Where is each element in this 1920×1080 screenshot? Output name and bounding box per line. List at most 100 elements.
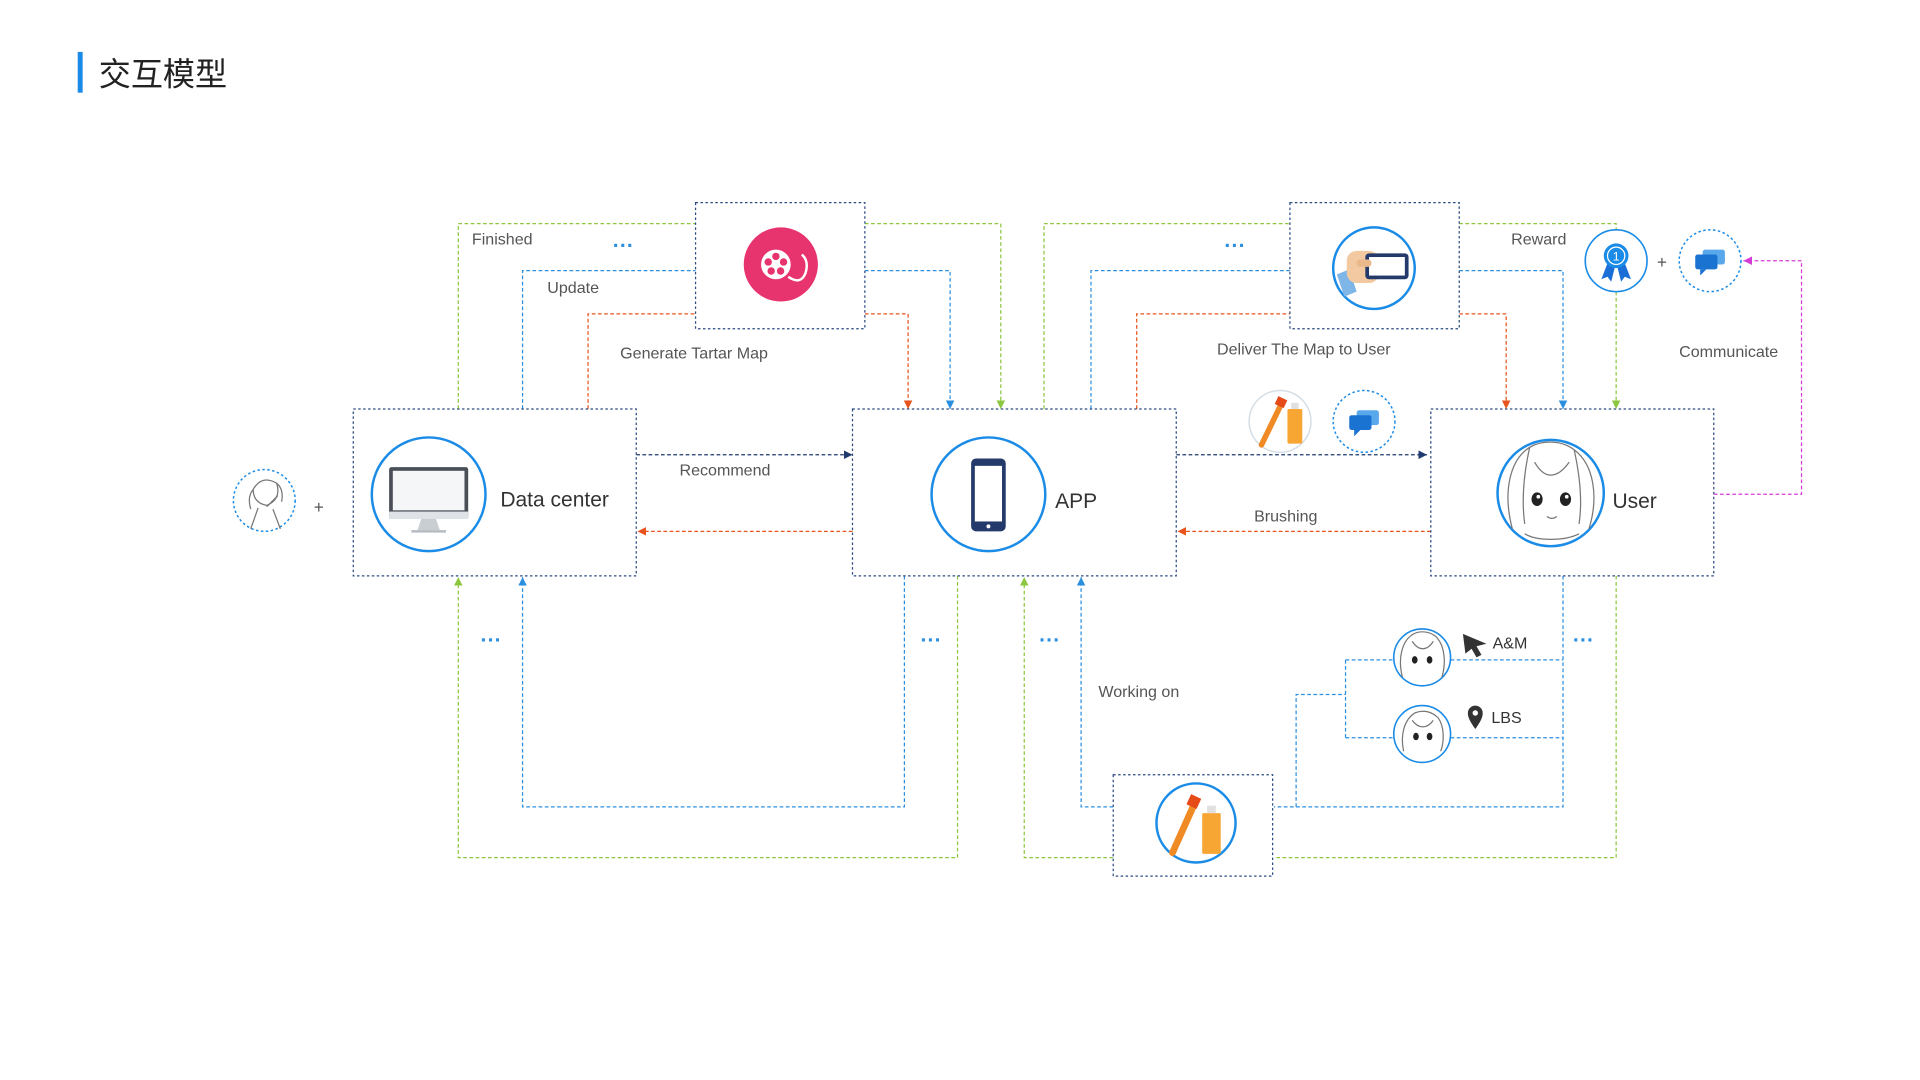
toothbrush-bristles <box>1274 396 1288 409</box>
phone-in-hand-screen <box>1369 257 1405 276</box>
ellipsis-bottom-datacenter: ... <box>481 623 502 646</box>
avatar-am-eye-left <box>1411 656 1418 664</box>
film-reel-icon <box>743 227 818 302</box>
ellipsis-top-right: ... <box>1224 229 1245 252</box>
edge-label-working-on: Working on <box>1098 683 1179 701</box>
chat-bubble-tail <box>1354 430 1361 437</box>
film-reel-hole-5 <box>764 258 772 266</box>
am-label: A&M <box>1493 635 1528 653</box>
user-avatar-mouth <box>1546 516 1558 519</box>
user-avatar-eye-left <box>1531 492 1543 507</box>
chat-communicate-bubble-front <box>1695 254 1718 270</box>
avatar-lbs-eye-right <box>1426 732 1433 741</box>
monitor-stand <box>417 518 440 531</box>
smartphone-icon <box>930 436 1047 553</box>
avatar-lbs-hair <box>1401 710 1444 752</box>
film-reel-hole-4 <box>767 267 775 275</box>
connector-reward-app-to-deliver <box>1043 223 1290 410</box>
avatar-lbs-eye-left <box>1413 732 1419 741</box>
plus-sign-guest: + <box>314 497 324 517</box>
ellipsis-bottom-user: ... <box>1573 623 1594 646</box>
cursor-arrow <box>1462 633 1487 658</box>
monitor-chin <box>389 511 469 519</box>
connector-update-map-to-app <box>864 270 955 410</box>
chat-icon <box>1678 229 1742 293</box>
page-title: 交互模型 <box>99 55 227 93</box>
avatar-am-hair <box>1399 631 1445 678</box>
phone-in-hand-icon <box>1331 226 1416 311</box>
avatar-am-ring <box>1392 628 1452 687</box>
phone-in-hand-thumb <box>1356 259 1372 267</box>
film-reel-hole-3 <box>776 267 785 275</box>
connector-bottom-brushing-to-app <box>1019 577 1114 859</box>
edge-label-brushing: Brushing <box>1254 507 1317 525</box>
edge-label-communicate: Communicate <box>1679 343 1778 361</box>
user-label: User <box>1612 490 1656 513</box>
user-avatar-bangs <box>1534 461 1570 476</box>
avatar-lbs <box>1392 704 1452 764</box>
film-reel-hole-2 <box>779 258 788 266</box>
medal-ribbon-right <box>1617 263 1631 282</box>
toothbrush-handle <box>1258 403 1283 448</box>
user-avatar-eye-highlight-right <box>1564 494 1569 499</box>
connector-deliver-to-user <box>1459 270 1568 410</box>
connector-bottom-brushing-to-app-blue <box>1076 577 1114 808</box>
user-avatar-hair <box>1507 441 1595 530</box>
brushing-toothbrush-bristles <box>1186 794 1202 809</box>
smartphone-home-button <box>986 524 991 529</box>
connector-generate-map-to-app <box>864 313 913 410</box>
edge-label-finished: Finished <box>472 231 533 249</box>
toothbrush-toothpaste-icon <box>1155 782 1237 864</box>
monitor-screen <box>392 470 465 511</box>
location-pin-dot <box>1472 710 1479 716</box>
connector-bottom-user-to-brushing <box>1273 575 1617 859</box>
plus-sign-reward: + <box>1657 252 1667 272</box>
sketch-person-hair <box>248 482 283 510</box>
connector-deliver-to-user-orange <box>1459 313 1511 410</box>
connector-update-datacenter-to-map <box>521 270 696 410</box>
user-avatar-icon <box>1496 438 1606 548</box>
connector-app-to-deliver <box>1090 270 1290 410</box>
user-avatar-strand-left <box>1522 447 1531 525</box>
brushing-toothpaste-tube <box>1202 813 1221 854</box>
edge-label-recommend: Recommend <box>679 462 770 480</box>
user-avatar-strand-right <box>1573 449 1582 525</box>
user-avatar-collar <box>1524 533 1580 540</box>
connector-bottom-app-to-datacenter-blue <box>518 575 906 808</box>
film-reel-tail <box>787 253 808 282</box>
ellipsis-bottom-app-left: ... <box>920 623 941 646</box>
sketch-person-icon <box>232 468 296 533</box>
connector-context-branch <box>1295 693 1346 807</box>
connector-generate-datacenter-to-map <box>587 313 696 410</box>
monitor-icon <box>370 436 487 553</box>
edge-label-update: Update <box>547 279 599 297</box>
brushing-toothbrush-handle <box>1169 802 1197 857</box>
chat-bubble-front <box>1349 415 1372 431</box>
medal-ribbon-left <box>1601 263 1615 282</box>
connector-finished-datacenter-to-map <box>457 223 696 410</box>
avatar-am-eye-right <box>1426 656 1433 664</box>
brushing-toothpaste-cap <box>1207 805 1216 814</box>
toothbrush-toothpaste-icon <box>1248 389 1312 454</box>
film-reel-hole-1 <box>772 252 780 261</box>
location-pin-icon <box>1467 705 1483 730</box>
cursor-icon <box>1462 633 1487 658</box>
toothpaste-cap <box>1291 402 1299 410</box>
brushing-ring <box>1155 782 1237 864</box>
avatar-lbs-bangs <box>1411 720 1434 728</box>
smartphone-screen <box>974 465 1003 522</box>
app-label: APP <box>1055 490 1097 513</box>
toothpaste-tube <box>1287 409 1303 444</box>
title-accent-bar <box>77 51 83 93</box>
medal-icon: 1 <box>1584 229 1648 293</box>
phone-in-hand-sleeve <box>1336 269 1357 297</box>
edge-label-deliver-map: Deliver The Map to User <box>1217 341 1391 359</box>
edge-label-generate-tartar-map: Generate Tartar Map <box>620 344 768 362</box>
location-pin-shape <box>1467 705 1483 730</box>
sketch-person-body <box>250 495 281 530</box>
user-avatar-eye-right <box>1559 492 1572 507</box>
lbs-label: LBS <box>1491 709 1521 727</box>
ellipsis-top-left: ... <box>613 229 634 252</box>
chat-icon <box>1332 389 1396 454</box>
